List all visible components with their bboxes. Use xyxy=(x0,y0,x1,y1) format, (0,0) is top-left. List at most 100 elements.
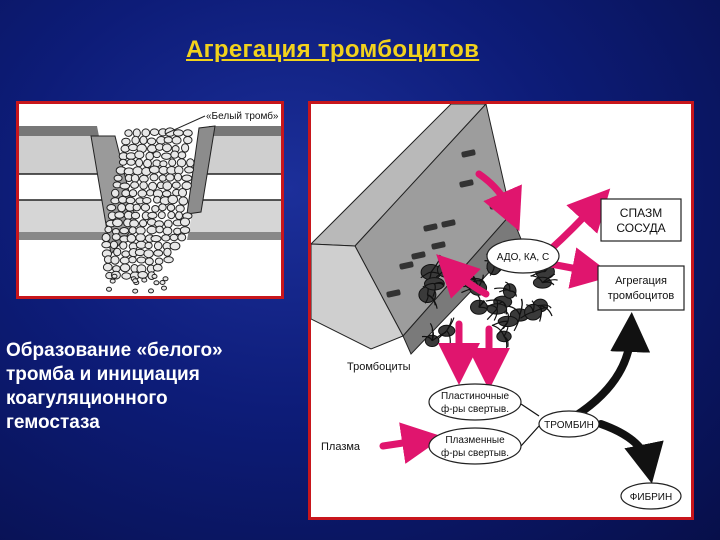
thrombus-cell xyxy=(144,257,154,266)
thrombus-cell xyxy=(143,158,152,169)
thrombus-cell xyxy=(139,181,148,190)
thrombus-cell xyxy=(132,278,139,284)
thrombus-cell xyxy=(109,240,119,250)
pseudopod xyxy=(509,290,517,297)
thrombin-ellipse xyxy=(538,410,600,438)
thrombus-cell xyxy=(110,255,120,265)
thrombus-cell xyxy=(111,188,120,198)
thrombus-cell xyxy=(173,172,183,182)
mediators-ellipse xyxy=(486,238,560,274)
thrombus-cell xyxy=(169,233,179,242)
pseudopod xyxy=(530,275,543,283)
thrombus-cell xyxy=(149,173,159,182)
platelet-factors-line-1: Пластиночные xyxy=(441,391,510,402)
thrombus-cell xyxy=(139,135,148,145)
pseudopod xyxy=(531,300,535,313)
pseudopod xyxy=(494,287,511,292)
thrombus-cell xyxy=(106,286,112,292)
pseudopod xyxy=(427,294,438,309)
thrombus-cell xyxy=(137,189,148,198)
thrombus-cell xyxy=(161,152,172,160)
thrombus-cell xyxy=(151,273,158,279)
thrombus-cell xyxy=(177,151,187,160)
pseudopod xyxy=(540,304,553,317)
pseudopod xyxy=(540,304,552,309)
thrombus-cell xyxy=(186,158,195,168)
thrombus-cell xyxy=(128,226,137,235)
thrombus-cell xyxy=(178,188,187,198)
thrombus-cell xyxy=(117,203,126,213)
arrow-to-platelets xyxy=(436,254,490,299)
thrombus-cell xyxy=(181,143,190,153)
thrombus-cell xyxy=(175,211,183,220)
thrombus-cell xyxy=(137,271,148,279)
pseudopod xyxy=(446,318,452,332)
thrombus-cell xyxy=(169,241,181,251)
aggregation-line-1: Агрегация xyxy=(615,275,667,287)
thrombus-cell xyxy=(132,288,139,294)
caption-line: коагуляционного xyxy=(6,388,168,409)
thrombus-cell xyxy=(121,189,131,198)
thrombus-cell xyxy=(152,263,163,272)
thrombus-cell xyxy=(153,249,164,257)
thrombus-cell xyxy=(167,211,176,220)
thrombus-cell xyxy=(163,136,174,144)
thrombus-cell xyxy=(111,273,118,279)
plasma-factors-line-1: Плазменные xyxy=(445,435,505,446)
hemostasis-diagram: СПАЗМ СОСУДА Агрегация тромбоцитов АДО, … xyxy=(311,104,685,510)
arrow-thrombin-to-fibrin xyxy=(597,420,664,484)
thrombus-cell xyxy=(130,173,140,183)
thrombus-cell xyxy=(111,233,121,241)
thrombus-cell xyxy=(153,195,162,204)
thrombus-cell xyxy=(146,189,155,197)
thrombus-cell xyxy=(147,211,158,220)
wall-platelet xyxy=(459,179,474,188)
pseudopod xyxy=(532,307,549,313)
pseudopod xyxy=(422,282,435,288)
thrombus-cell xyxy=(170,150,180,159)
thrombus-cell xyxy=(171,136,182,145)
fibrin-ellipse xyxy=(620,482,682,510)
pseudopod xyxy=(491,320,509,327)
white-thrombus-label: «Белый тромб» xyxy=(206,110,279,122)
wall-platelet xyxy=(461,149,476,158)
mediators-label: АДО, КА, С xyxy=(497,252,549,263)
thrombus-cell xyxy=(130,211,141,220)
pseudopod xyxy=(505,281,511,292)
thrombus-cell xyxy=(119,241,128,250)
vessel-spasm-box xyxy=(600,198,682,242)
thrombus-cell xyxy=(130,181,140,189)
arrow-plasma xyxy=(379,422,444,464)
pseudopod xyxy=(513,314,521,332)
thrombus-cell xyxy=(177,233,187,242)
thrombus-cell xyxy=(143,249,154,259)
thrombus-cell xyxy=(131,135,140,145)
thrombus-cell xyxy=(106,204,117,212)
thrombus-cell xyxy=(159,280,166,285)
arrow-to-spasm xyxy=(547,188,611,253)
thrombus-cell xyxy=(129,219,139,228)
thrombus-cell xyxy=(114,211,125,219)
thrombus-cell xyxy=(153,241,163,251)
pseudopod xyxy=(431,331,447,342)
thrombus-cell xyxy=(154,257,164,265)
thrombus-cell xyxy=(148,288,154,294)
thrombus-cell xyxy=(166,203,176,212)
wall-platelet xyxy=(386,289,401,298)
thrombus-cell xyxy=(121,272,132,280)
thrombus-cell xyxy=(181,174,193,182)
plasma-label: Плазма xyxy=(321,441,361,453)
thrombus-cell xyxy=(109,278,116,284)
thrombus-cell xyxy=(126,158,136,166)
thrombus-cell xyxy=(148,165,160,174)
thrombus-cell xyxy=(123,167,135,176)
plasma-factors-line-2: ф-ры свертыв. xyxy=(441,447,509,459)
arrow-to-aggregation xyxy=(547,247,614,289)
caption-line: гемостаза xyxy=(6,412,100,433)
pseudopod xyxy=(505,311,510,322)
thrombus-cell xyxy=(136,256,147,264)
pseudopod xyxy=(491,324,505,337)
thrombus-cell xyxy=(171,181,181,189)
thrombus-cell xyxy=(119,227,130,235)
thrombus-cell xyxy=(146,137,157,146)
